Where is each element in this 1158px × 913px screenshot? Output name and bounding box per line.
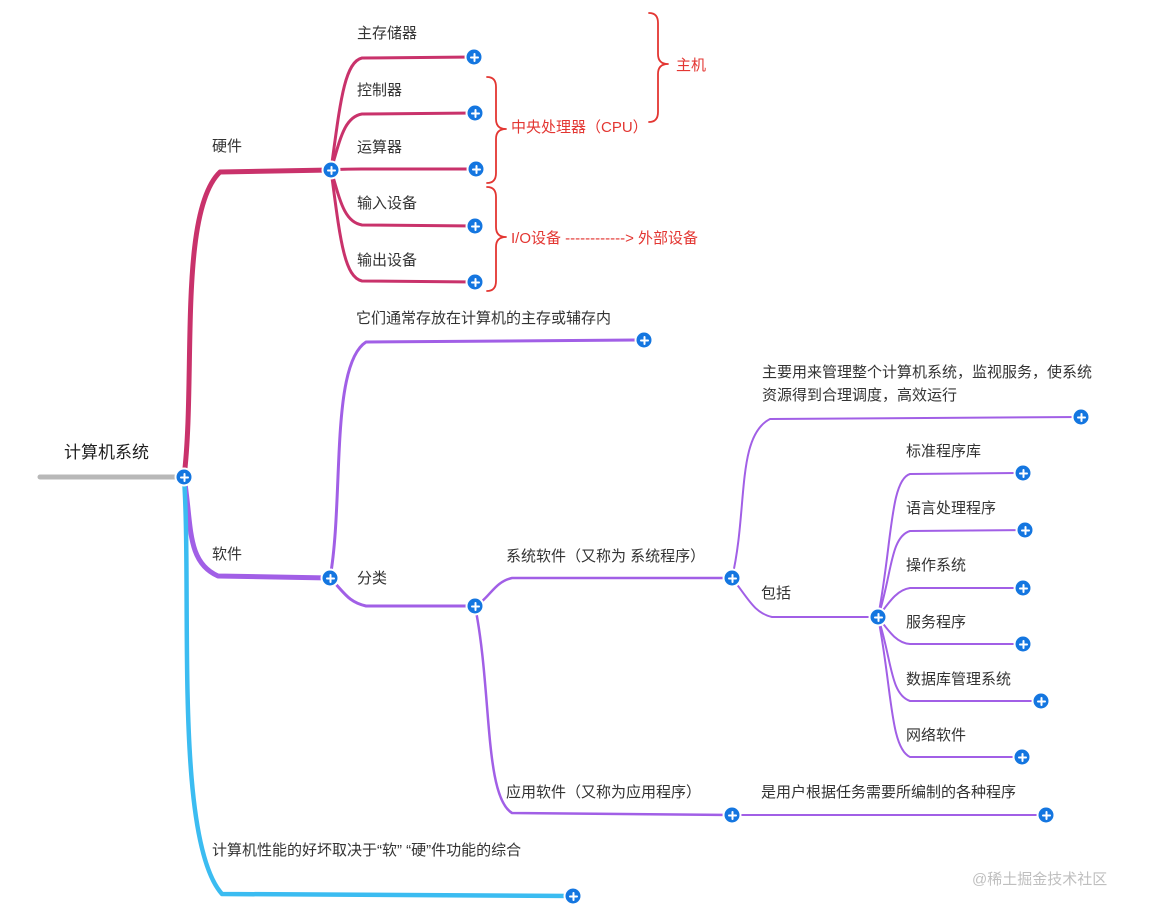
watermark: @稀土掘金技术社区 [972, 871, 1108, 888]
node-software[interactable]: 软件 [212, 546, 243, 563]
connector-root-icon[interactable] [176, 469, 192, 485]
cpu-brace [486, 76, 507, 184]
connector-classification-icon[interactable] [467, 598, 483, 614]
branch-application-software [473, 604, 734, 817]
branch-network-software [877, 616, 1023, 758]
node-hardware[interactable]: 硬件 [212, 138, 243, 155]
connector-hardware-icon[interactable] [323, 162, 339, 178]
branch-software-note [328, 338, 646, 580]
node-root[interactable]: 计算机系统 [64, 443, 149, 462]
connector-standard-library-icon[interactable] [1015, 465, 1031, 481]
connector-network-software-icon[interactable] [1014, 749, 1030, 765]
connector-input-device-icon[interactable] [467, 218, 483, 234]
branch-controller [329, 111, 477, 172]
node-alu[interactable]: 运算器 [357, 139, 403, 156]
branch-includes [731, 577, 879, 618]
connector-system-description-icon[interactable] [1073, 409, 1089, 425]
annotation-io[interactable]: I/O设备 ------------> 外部设备 [511, 230, 699, 247]
connector-software-icon[interactable] [322, 570, 338, 586]
branch-software [181, 474, 333, 581]
node-classification[interactable]: 分类 [357, 570, 388, 587]
branch-main-memory [329, 55, 476, 172]
node-includes[interactable]: 包括 [761, 585, 792, 602]
node-output-device[interactable]: 输出设备 [357, 252, 418, 269]
connector-application-software-icon[interactable] [724, 807, 740, 823]
branch-language-processor [877, 529, 1026, 618]
node-dbms[interactable]: 数据库管理系统 [906, 671, 1012, 688]
connector-controller-icon[interactable] [467, 105, 483, 121]
annotation-host[interactable]: 主机 [676, 57, 707, 74]
branch-system-description [731, 416, 1082, 579]
branch-input-device [329, 168, 477, 228]
connector-operating-system-icon[interactable] [1015, 580, 1031, 596]
node-service-program[interactable]: 服务程序 [906, 614, 967, 631]
node-application-software[interactable]: 应用软件（又称为应用程序） [506, 784, 702, 801]
branch-system-software [473, 576, 734, 608]
node-network-software[interactable]: 网络软件 [906, 727, 967, 744]
connector-language-processor-icon[interactable] [1017, 522, 1033, 538]
node-input-device[interactable]: 输入设备 [357, 195, 418, 212]
branch-classification [328, 576, 477, 608]
node-system-description[interactable]: 主要用来管理整个计算机系统，监视服务，使系统资源得到合理调度，高效运行 [762, 364, 1093, 404]
node-performance[interactable]: 计算机性能的好坏取决于“软” “硬”件功能的综合 [212, 842, 522, 859]
node-software-note[interactable]: 它们通常存放在计算机的主存或辅存内 [356, 310, 612, 327]
connector-dbms-icon[interactable] [1033, 693, 1049, 709]
branch-performance [181, 474, 576, 899]
connector-alu-icon[interactable] [468, 161, 484, 177]
node-operating-system[interactable]: 操作系统 [906, 557, 967, 574]
connector-application-description-icon[interactable] [1038, 807, 1054, 823]
branch-standard-library [877, 472, 1024, 618]
connector-service-program-icon[interactable] [1015, 636, 1031, 652]
node-standard-library[interactable]: 标准程序库 [906, 443, 982, 460]
connector-includes-icon[interactable] [870, 609, 886, 625]
node-language-processor[interactable]: 语言处理程序 [906, 500, 997, 517]
node-controller[interactable]: 控制器 [357, 82, 403, 99]
connector-main-memory-icon[interactable] [466, 49, 482, 65]
node-main-memory[interactable]: 主存储器 [357, 25, 418, 42]
branch-hardware [181, 167, 334, 480]
branch-output-device [329, 168, 477, 284]
connector-software-note-icon[interactable] [636, 332, 652, 348]
node-application-description[interactable]: 是用户根据任务需要所编制的各种程序 [761, 784, 1017, 801]
connector-system-software-icon[interactable] [724, 570, 740, 586]
connector-output-device-icon[interactable] [467, 274, 483, 290]
branch-dbms [877, 616, 1042, 702]
io-brace [486, 186, 507, 292]
node-system-software[interactable]: 系统软件（又称为 系统程序） [506, 548, 706, 565]
host-brace [648, 12, 669, 123]
annotation-cpu[interactable]: 中央处理器（CPU） [511, 119, 648, 136]
branch-alu [329, 167, 478, 172]
connector-performance-icon[interactable] [565, 888, 581, 904]
